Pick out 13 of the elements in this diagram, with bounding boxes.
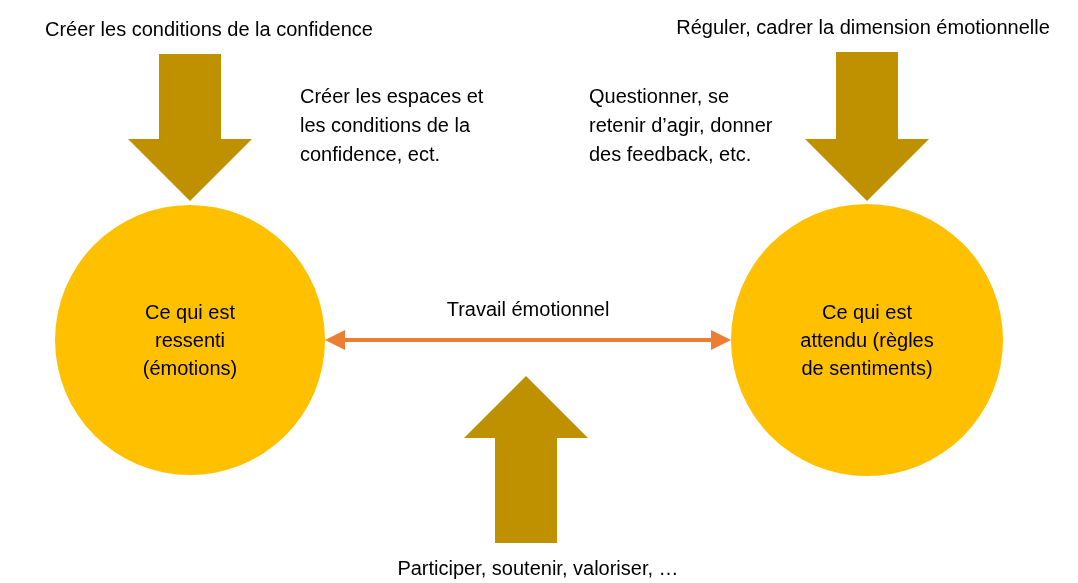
emotion-circle [55, 205, 325, 475]
block-arrow [128, 54, 252, 201]
note-text: Questionner, se retenir d’agir, donner des feedback, etc. [589, 84, 774, 167]
action-text: Créer les conditions de la confidence [4, 14, 414, 44]
circle-text: Ce qui est ressenti (émotions) [141, 300, 239, 381]
emotion-circle [731, 204, 1003, 476]
action-text: Réguler, cadrer la dimension émotionnelle [650, 12, 1076, 42]
circle-text: Ce qui est attendu (règles de sentiments) [799, 300, 935, 381]
block-arrow [464, 376, 588, 543]
action-text: Participer, soutenir, valoriser, … [355, 553, 721, 583]
note-text: Créer les espaces et les conditions de la confidence, ect. [300, 84, 485, 167]
block-arrow [805, 52, 929, 201]
double-arrow [325, 330, 731, 350]
